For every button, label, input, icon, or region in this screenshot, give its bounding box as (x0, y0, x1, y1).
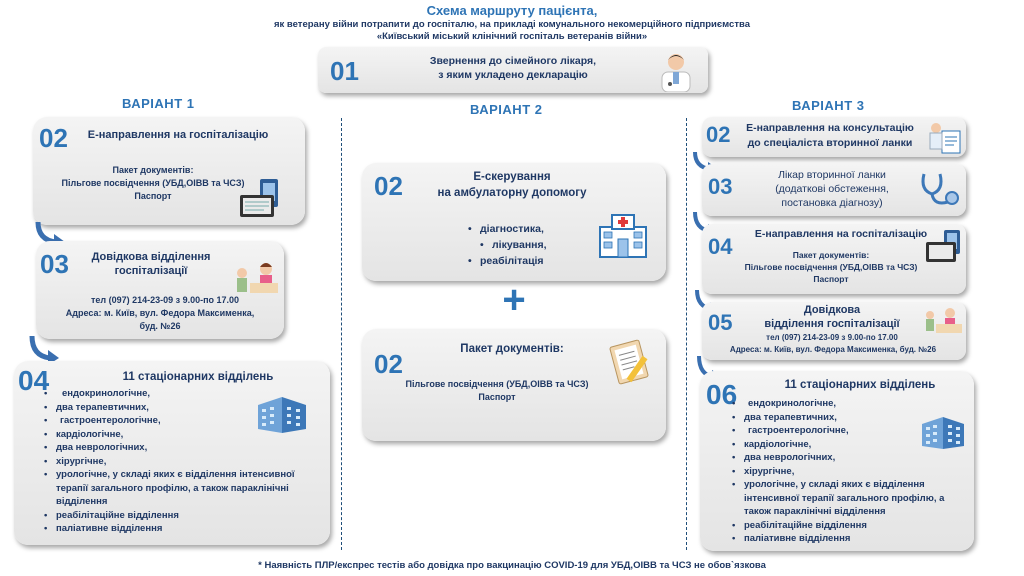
list-item: два неврологічних, (730, 451, 966, 465)
passport-label: Паспорт (134, 191, 172, 201)
documents-line: Пільгове посвідчення (УБД,ОІВВ та ЧСЗ) (744, 262, 918, 272)
step-number: 03 (708, 174, 733, 199)
footnote: * Наявність ПЛР/експрес тестів або довід… (258, 560, 766, 571)
list-item: діагностика, (466, 221, 626, 237)
v3-step-04-card: 04 Е-направлення на госпіталізацію Пакет… (702, 224, 966, 294)
address-text: Адреса: м. Київ, вул. Федора Максименка,… (729, 345, 937, 354)
v3-step-02-card: 02 Е-направлення на консультацію до спец… (702, 117, 966, 157)
diagram-subtitle-line1: як ветерану війни потрапити до госпіталю… (274, 19, 750, 30)
divider-right (686, 118, 687, 550)
hospital-building-icon (922, 417, 964, 449)
list-item: лікування, (478, 237, 626, 253)
v2-step-02b-card: 02 Пакет документів: Пільгове посвідченн… (362, 329, 666, 441)
step-title-line1: Лікар вторинної ланки (778, 169, 886, 181)
list-item: два терапевтичних, (730, 411, 966, 425)
step-01-card: 01 Звернення до сімейного лікаря, з яким… (318, 47, 708, 93)
documents-line: Пільгове посвідчення (УБД,ОІВВ та ЧСЗ) (405, 379, 589, 389)
diagram-title: Схема маршруту пацієнта, (426, 3, 598, 18)
list-item: кардіологічне, (42, 428, 312, 442)
step-title-line1: Е-скерування (473, 171, 551, 183)
divider-left (341, 118, 342, 550)
documents-line: Пільгове посвідчення (УБД,ОІВВ та ЧСЗ) (61, 178, 245, 188)
step-title: Пакет документів: (460, 343, 564, 355)
variant-2-title: ВАРІАНТ 2 (470, 102, 543, 117)
step-title-line1: Е-направлення на консультацію (746, 122, 914, 134)
reception-icon (926, 308, 962, 333)
list-item: реабілітація (466, 253, 626, 269)
passport-label: Паспорт (813, 274, 849, 284)
v3-step-05-card: 05 Довідкова відділення госпіталізації т… (702, 302, 966, 360)
phone-text: тел (097) 214-23-09 з 9.00-по 17.00 (766, 333, 898, 342)
step-title: 11 стаціонарних відділень (122, 371, 274, 383)
list-item: два терапевтичних, (42, 401, 312, 415)
list-item: реабілітаційне відділення (42, 509, 312, 523)
list-item: гастроентерологічне, (42, 414, 312, 428)
v2-step-02a-card: 02 Е-скерування на амбулаторну допомогу … (362, 163, 666, 281)
list-item: урологічне, у складі яких є відділення і… (42, 468, 312, 509)
list-item: хірургічне, (730, 465, 966, 479)
clinic-icon (599, 214, 647, 258)
documents-label: Пакет документів: (112, 165, 194, 175)
v1-step-04-card: 04 11 стаціонарних відділень ендокриноло… (14, 361, 330, 545)
step-title-line2: відділення госпіталізації (764, 318, 900, 330)
address-line2: буд. №26 (139, 321, 181, 331)
stethoscope-icon (921, 173, 959, 205)
step-number: 01 (330, 56, 359, 86)
list-item: хірургічне, (42, 455, 312, 469)
variant-1-title: ВАРІАНТ 1 (122, 96, 195, 111)
list-item: два неврологічних, (42, 441, 312, 455)
phone-text: тел (097) 214-23-09 з 9.00-по 17.00 (90, 295, 240, 305)
address-line1: Адреса: м. Київ, вул. Федора Максименка, (65, 308, 255, 318)
services-list: діагностика, лікування, реабілітація (466, 221, 626, 269)
step-title: Е-направлення на госпіталізацію (754, 228, 928, 240)
step-number: 05 (708, 310, 733, 335)
step-number: 02 (374, 171, 403, 201)
v3-step-03-card: 03 Лікар вторинної ланки (додаткові обст… (702, 164, 966, 216)
step-title: Е-направлення на госпіталізацію (87, 129, 269, 141)
diagram-subtitle-line2: «Київський міський клінічний госпіталь в… (376, 31, 648, 42)
list-item: реабілітаційне відділення (730, 519, 966, 533)
step-number: 02 (706, 122, 731, 147)
doctor-icon (661, 54, 691, 92)
step-title-line2: госпіталізації (114, 265, 188, 277)
step-title: 11 стаціонарних відділень (784, 379, 936, 391)
step-title-line2: на амбулаторну допомогу (437, 187, 587, 199)
list-item: кардіологічне, (730, 438, 966, 452)
list-item: гастроентерологічне, (730, 424, 966, 438)
reception-icon (237, 263, 278, 293)
v3-step-06-card: 06 11 стаціонарних відділень ендокриноло… (700, 371, 974, 551)
step-title-line2: (додаткові обстеження, (775, 183, 889, 195)
list-item: паліативне відділення (730, 532, 966, 546)
step-title-line3: постановка діагнозу) (781, 197, 883, 209)
departments-list: ендокринологічне, два терапевтичних, гас… (42, 387, 312, 536)
v1-step-02-card: 02 Е-направлення на госпіталізацію Пакет… (33, 117, 305, 225)
step-number: 02 (39, 123, 68, 153)
list-item: урологічне, у складі яких є відділення і… (730, 478, 966, 519)
step-number: 03 (40, 249, 69, 279)
v1-step-03-card: 03 Довідкова відділення госпіталізації т… (36, 241, 284, 339)
list-item: ендокринологічне, (42, 387, 312, 401)
tablet-icon (926, 230, 960, 262)
tablet-icon (240, 179, 278, 217)
step-text-line2: з яким укладено декларацію (438, 69, 588, 81)
hospital-building-icon (258, 397, 306, 433)
step-title-line2: до спеціаліста вторинної ланки (747, 137, 913, 149)
consult-icon (929, 123, 961, 154)
plus-sign: + (502, 278, 526, 322)
variant-3-title: ВАРІАНТ 3 (792, 98, 865, 113)
passport-label: Паспорт (478, 392, 516, 402)
step-number: 02 (374, 349, 403, 379)
step-number: 04 (708, 234, 733, 259)
departments-list: ендокринологічне, два терапевтичних, гас… (730, 397, 966, 546)
clipboard-icon (609, 339, 649, 385)
step-text-line1: Звернення до сімейного лікаря, (429, 55, 597, 67)
list-item: ендокринологічне, (730, 397, 966, 411)
documents-label: Пакет документів: (792, 250, 870, 260)
list-item: паліативне відділення (42, 522, 312, 536)
step-title-line1: Довідкова (803, 304, 861, 316)
step-title-line1: Довідкова відділення (91, 251, 211, 263)
